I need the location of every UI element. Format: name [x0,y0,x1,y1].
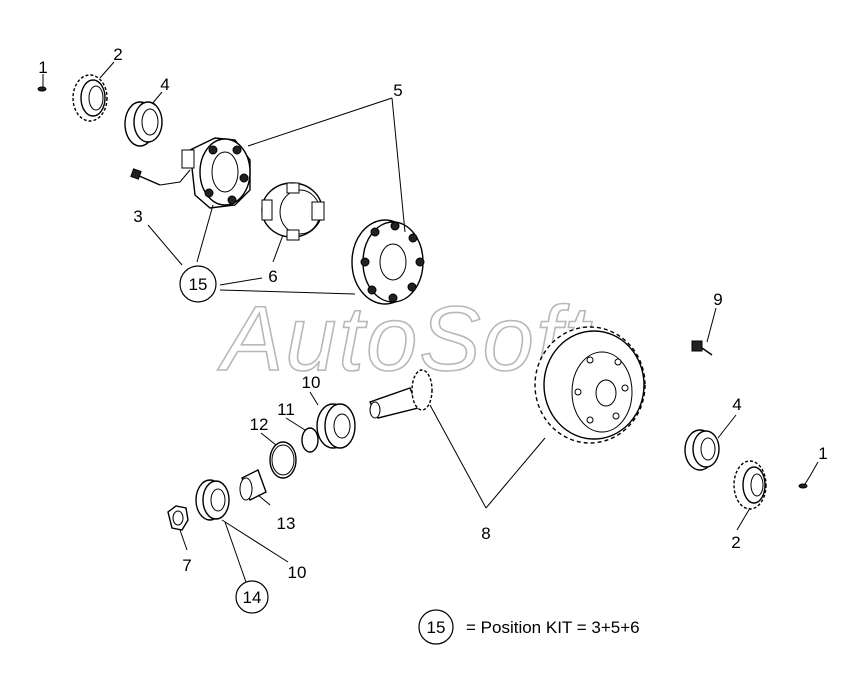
part-4-bearing-left [124,101,163,147]
callout-2-left: 2 [113,45,122,64]
part-3-bolt [130,168,161,186]
part-4-bearing-right [684,429,720,471]
callout-5: 5 [393,81,402,100]
callout-7: 7 [182,556,191,575]
callout-4-left: 4 [160,75,169,94]
part-10-bearing-upper [316,403,356,449]
legend-kit-number: 15 [427,618,446,637]
callout-4-right: 4 [732,395,741,414]
callout-8: 8 [481,524,490,543]
part-5-housing-half-top [181,137,251,209]
legend-kit-circle [418,609,454,645]
callout-14: 14 [235,580,269,614]
callout-12: 12 [250,415,269,434]
callout-2-right: 2 [731,533,740,552]
callout-13: 13 [277,514,296,533]
callout-10-lower: 10 [288,563,307,582]
part-10-bearing-lower [195,479,230,521]
part-8-ring-gear [534,326,646,444]
part-11-snap-ring [301,427,319,453]
callout-6: 6 [268,267,277,286]
part-1-screw-left [37,80,47,92]
callout-1-left: 1 [38,58,47,77]
callout-9: 9 [713,290,722,309]
leader-lines [42,61,819,586]
callout-15-kit: 15 [179,265,217,303]
callout-3: 3 [133,207,142,226]
part-1-screw-right [798,475,811,489]
svg-text:15: 15 [189,275,208,294]
callout-1-right: 1 [818,444,827,463]
part-6-spider-gears [261,182,325,241]
part-12-shim [269,441,297,479]
legend-kit-text: = Position KIT = 3+5+6 [466,618,640,637]
part-8-pinion-shaft [369,369,433,419]
callout-11: 11 [277,400,295,419]
part-9-bolt-right [691,340,713,356]
part-5-housing-half-bottom [351,219,425,305]
part-7-nut [167,505,189,531]
callout-10-upper: 10 [302,373,321,392]
part-13-spacer [239,469,267,501]
svg-text:14: 14 [243,588,262,607]
kit-legend: 15 = Position KIT = 3+5+6 [418,609,640,645]
part-2-toothed-ring-left [72,74,108,122]
part-2-toothed-ring-right [733,460,767,510]
watermark: AutoSoft [217,288,592,390]
